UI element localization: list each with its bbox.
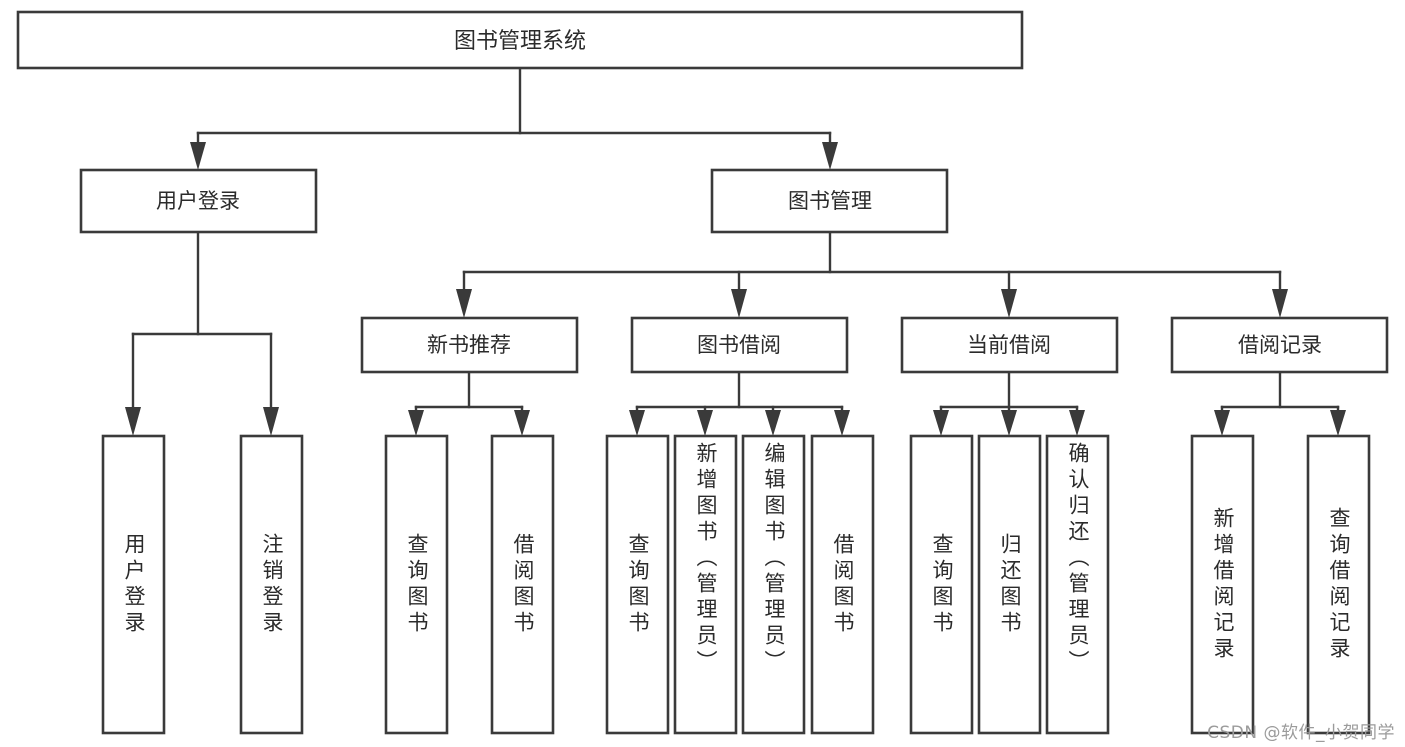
node-box-shape xyxy=(900,316,1119,374)
node-current-borrow[interactable]: 当前借阅 xyxy=(900,316,1119,374)
arrow-head-icon xyxy=(1214,410,1230,436)
node-box-shape xyxy=(16,10,1024,70)
node-book-borrow[interactable]: 图书借阅 xyxy=(630,316,849,374)
arrow-head-icon xyxy=(263,407,279,436)
arrow-head-icon xyxy=(629,410,645,436)
arrow-head-icon xyxy=(514,410,530,436)
connector-book-manage-to-level3 xyxy=(456,230,1288,318)
connector-borrow-record-to-leaves xyxy=(1214,370,1346,436)
node-label: 借阅记录 xyxy=(1238,333,1322,357)
node-label: 新书推荐 xyxy=(427,333,511,357)
node-label: 当前借阅 xyxy=(967,333,1051,357)
leaf-box-shape[interactable] xyxy=(101,434,166,735)
leaf-box-shape[interactable] xyxy=(909,434,974,735)
arrow-head-icon xyxy=(834,410,850,436)
leaf-box-shape[interactable] xyxy=(1190,434,1255,735)
arrow-head-icon xyxy=(125,407,141,436)
watermark-text: CSDN @软件_小贺同学 xyxy=(1207,723,1395,743)
node-box-shape xyxy=(79,168,318,234)
arrow-head-icon xyxy=(822,142,838,170)
leaf-boxes-user-login xyxy=(101,434,304,735)
arrow-head-icon xyxy=(1069,410,1085,436)
arrow-head-icon xyxy=(190,142,206,170)
connector-book-borrow-to-leaves xyxy=(629,370,850,436)
arrow-head-icon xyxy=(456,289,472,318)
leaf-boxes-current-borrow xyxy=(909,434,1110,735)
arrow-head-icon xyxy=(697,410,713,436)
node-new-book-recommend[interactable]: 新书推荐 xyxy=(360,316,579,374)
leaf-box-shape[interactable] xyxy=(977,434,1042,735)
node-book-manage[interactable]: 图书管理 xyxy=(710,168,949,234)
node-box-shape xyxy=(630,316,849,374)
arrow-head-icon xyxy=(731,289,747,318)
leaf-box-shape[interactable] xyxy=(384,434,449,735)
leaf-box-shape[interactable] xyxy=(605,434,670,735)
arrow-head-icon xyxy=(1001,289,1017,318)
arrow-head-icon xyxy=(1001,410,1017,436)
leaf-box-shape[interactable] xyxy=(1306,434,1371,735)
arrow-head-icon xyxy=(1272,289,1288,318)
node-label: 图书借阅 xyxy=(697,333,781,357)
connector-new-book-to-leaves xyxy=(408,370,530,436)
leaf-box-shape[interactable] xyxy=(673,434,738,735)
leaf-boxes-book-borrow xyxy=(605,434,875,735)
arrow-head-icon xyxy=(765,410,781,436)
leaf-box-shape[interactable] xyxy=(490,434,555,735)
node-root-system[interactable]: 图书管理系统 xyxy=(16,10,1024,70)
leaf-boxes-new-book-recommend xyxy=(384,434,555,735)
leaf-boxes-borrow-record xyxy=(1190,434,1371,735)
connector-root-to-level2 xyxy=(190,66,838,170)
node-box-shape xyxy=(710,168,949,234)
node-box-shape xyxy=(1170,316,1389,374)
node-box-shape xyxy=(360,316,579,374)
node-borrow-record[interactable]: 借阅记录 xyxy=(1170,316,1389,374)
leaf-box-shape[interactable] xyxy=(239,434,304,735)
leaf-box-shape[interactable] xyxy=(1045,434,1110,735)
arrow-head-icon xyxy=(408,410,424,436)
node-label: 图书管理 xyxy=(788,189,872,213)
node-user-login[interactable]: 用户登录 xyxy=(79,168,318,234)
leaf-box-shape[interactable] xyxy=(741,434,806,735)
connector-user-login-to-leaves xyxy=(125,230,279,436)
node-label: 用户登录 xyxy=(156,189,240,213)
arrow-head-icon xyxy=(1330,410,1346,436)
leaf-box-shape[interactable] xyxy=(810,434,875,735)
node-label: 图书管理系统 xyxy=(454,29,586,54)
arrow-head-icon xyxy=(933,410,949,436)
connector-current-borrow-to-leaves xyxy=(933,370,1085,436)
